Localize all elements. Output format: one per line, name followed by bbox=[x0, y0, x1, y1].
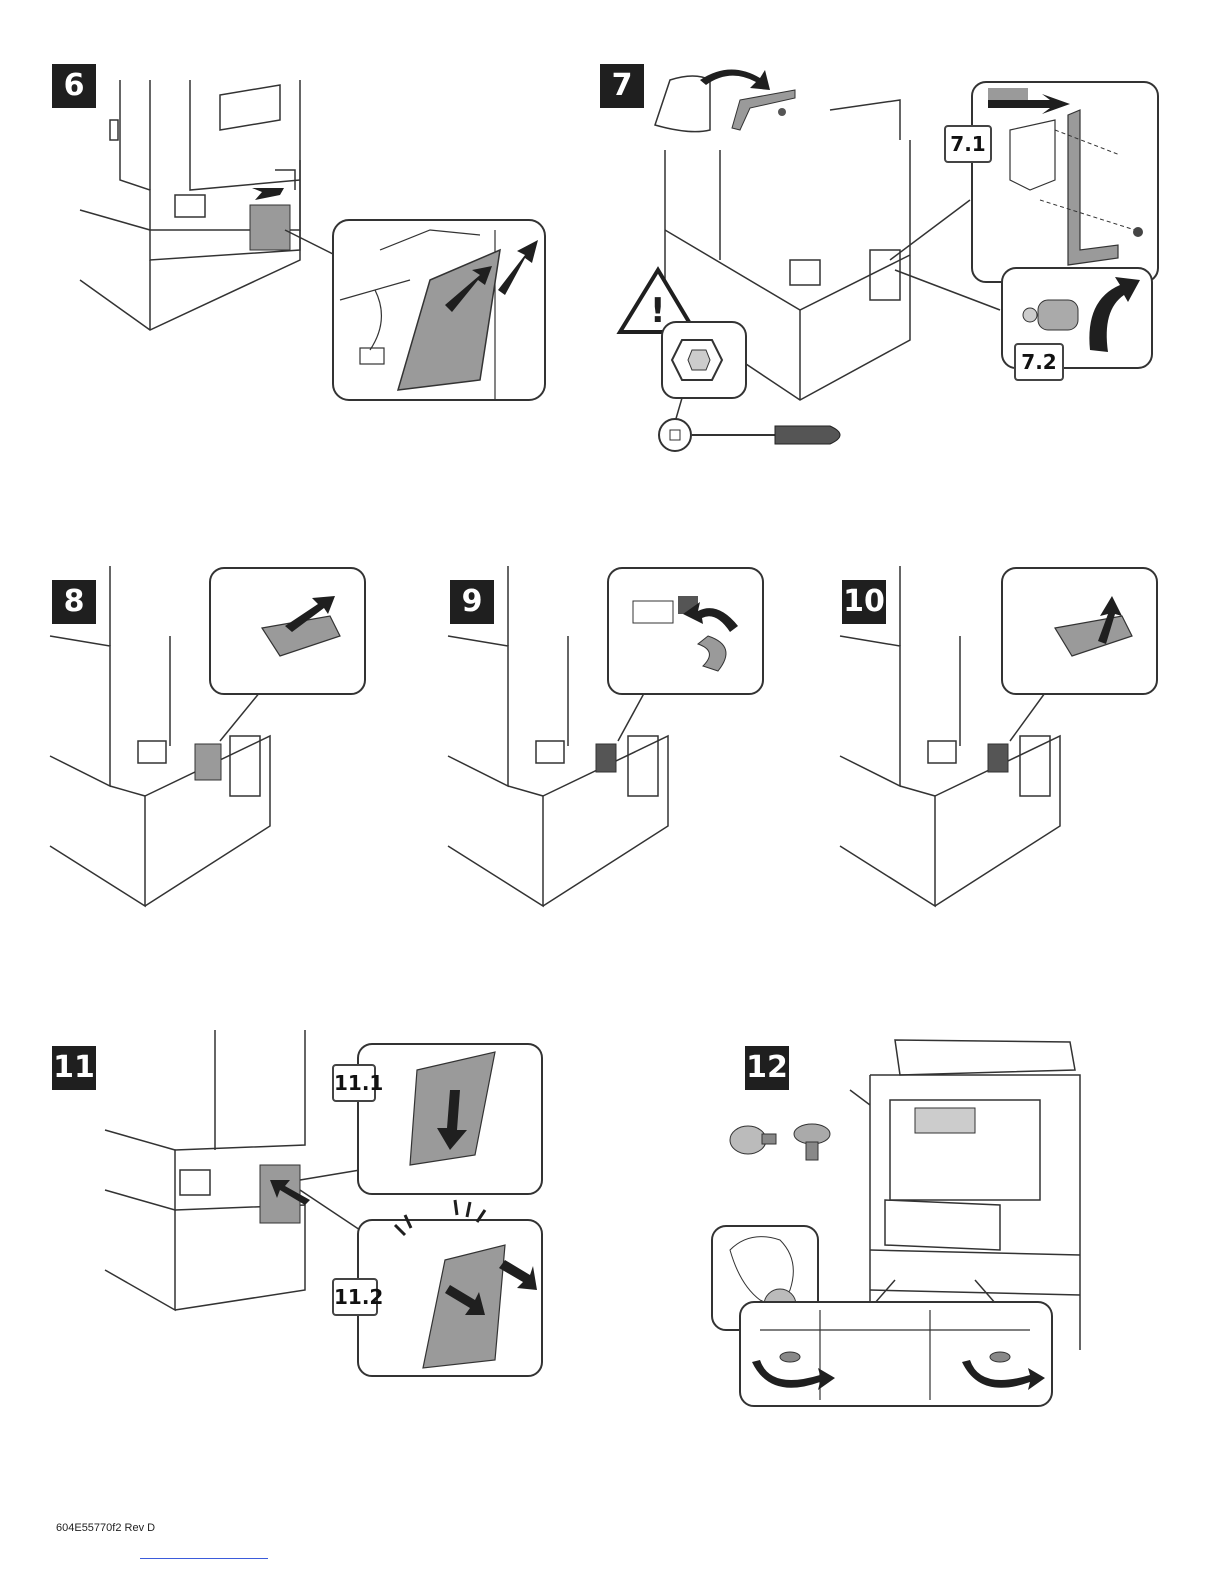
step-7-1-label: 7.1 bbox=[944, 125, 992, 163]
screw-icon bbox=[778, 108, 786, 116]
step-8-illustration bbox=[50, 566, 380, 916]
step-11-2-label: 11.2 bbox=[332, 1278, 378, 1316]
connector bbox=[988, 744, 1008, 772]
step-10-illustration bbox=[840, 566, 1170, 916]
step-11-badge: 11 bbox=[52, 1046, 96, 1090]
svg-text:!: ! bbox=[650, 291, 666, 331]
thumbscrew-icon bbox=[730, 1126, 776, 1154]
step-11-1-label: 11.1 bbox=[332, 1064, 376, 1102]
bag-icon bbox=[655, 76, 710, 132]
document-code: 604E55770f2 Rev D bbox=[56, 1522, 155, 1534]
side-panel bbox=[250, 205, 290, 250]
step-7-2-label: 7.2 bbox=[1014, 343, 1064, 381]
push-arrow-icon bbox=[252, 188, 284, 200]
footer-rule bbox=[140, 1558, 268, 1559]
step-12-illustration bbox=[710, 1030, 1110, 1420]
connector bbox=[596, 744, 616, 772]
step-9-illustration bbox=[448, 566, 778, 916]
thumbscrew-icon bbox=[794, 1124, 830, 1160]
step-9-callout bbox=[608, 568, 763, 694]
side-panel bbox=[195, 744, 221, 780]
step-6-illustration bbox=[80, 80, 600, 420]
step-7-illustration: ! bbox=[610, 70, 1190, 470]
bracket-icon bbox=[732, 90, 795, 130]
step-7-1-callout bbox=[972, 82, 1158, 282]
